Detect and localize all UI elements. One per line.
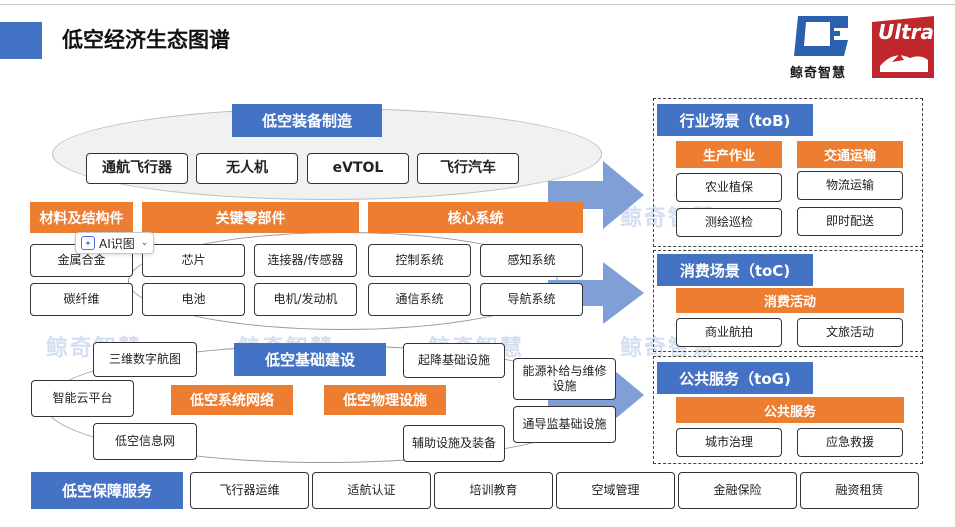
toB-title: 行业场景（toB)	[657, 104, 813, 136]
ultra-text: Ultra	[878, 20, 935, 44]
support-item: 培训教育	[434, 472, 553, 509]
ai-sparkle-icon: ✦	[81, 236, 95, 250]
toC-title: 消费场景（toC)	[657, 254, 813, 286]
physical-facilities-title: 低空物理设施	[324, 385, 446, 415]
toB-item: 测绘巡检	[676, 208, 782, 237]
infra-right-item: 能源补给与维修设施	[513, 358, 616, 400]
toG-title: 公共服务（toG)	[657, 362, 813, 394]
ultra-badge-icon	[872, 16, 934, 78]
equipment-item: eVTOL	[307, 153, 409, 184]
system-network-title: 低空系统网络	[171, 385, 293, 415]
toG-item: 应急救援	[797, 428, 903, 457]
header-accent-bar	[0, 22, 42, 59]
materials-item: 碳纤维	[30, 283, 133, 316]
logo-text: 鲸奇智慧	[790, 66, 847, 81]
whale-logo-icon	[794, 16, 848, 56]
top-divider	[0, 4, 955, 5]
core-systems-title: 核心系统	[368, 202, 583, 233]
key-parts-title: 关键零部件	[142, 202, 359, 233]
equipment-item: 通航飞行器	[86, 153, 188, 184]
equipment-item: 飞行汽车	[417, 153, 519, 184]
core-systems-item: 感知系统	[480, 244, 583, 277]
toG-group-title: 公共服务	[676, 397, 904, 423]
infra-left-item: 低空信息网	[93, 423, 197, 460]
core-systems-item: 控制系统	[368, 244, 471, 277]
chevron-down-icon: ⌄	[140, 238, 149, 248]
toC-item: 商业航拍	[676, 318, 782, 347]
support-item: 融资租赁	[800, 472, 919, 509]
toB-group-title: 交通运输	[797, 141, 903, 168]
ai-recognize-button[interactable]: ✦ AI识图 ⌄	[75, 232, 154, 254]
toC-group-title: 消费活动	[676, 288, 904, 313]
toB-item: 即时配送	[797, 207, 903, 236]
page-title: 低空经济生态图谱	[62, 28, 230, 52]
logo: 鲸奇智慧	[786, 12, 860, 81]
core-systems-item: 导航系统	[480, 283, 583, 316]
key-parts-item: 连接器/传感器	[254, 244, 357, 277]
infra-right-item: 辅助设施及装备	[403, 425, 505, 462]
key-parts-item: 电机/发动机	[254, 283, 357, 316]
infra-left-item: 智能云平台	[31, 380, 134, 417]
toB-group-title: 生产作业	[676, 141, 782, 168]
equipment-title: 低空装备制造	[232, 104, 382, 137]
arrow-to-toB	[548, 161, 644, 229]
materials-title: 材料及结构件	[30, 202, 133, 233]
toG-item: 城市治理	[676, 428, 782, 457]
toB-item: 农业植保	[676, 173, 782, 202]
ai-badge-label: AI识图	[99, 236, 135, 251]
support-item: 空域管理	[556, 472, 675, 509]
infra-left-item: 三维数字航图	[93, 342, 197, 377]
equipment-item: 无人机	[196, 153, 298, 184]
arrow-to-toC	[548, 262, 644, 324]
toC-panel	[653, 250, 923, 352]
support-item: 适航认证	[312, 472, 431, 509]
toG-panel	[653, 356, 923, 464]
infrastructure-title: 低空基础建设	[234, 343, 386, 376]
support-item: 金融保险	[678, 472, 797, 509]
toC-item: 文旅活动	[797, 318, 903, 347]
toB-panel	[653, 98, 923, 247]
toB-item: 物流运输	[797, 171, 903, 200]
support-item: 飞行器运维	[190, 472, 309, 509]
support-title: 低空保障服务	[31, 472, 183, 509]
key-parts-item: 芯片	[142, 244, 245, 277]
key-parts-item: 电池	[142, 283, 245, 316]
infra-right-item: 起降基础设施	[403, 343, 505, 378]
ultra-logo: Ultra	[870, 14, 936, 80]
core-systems-item: 通信系统	[368, 283, 471, 316]
infra-right-item: 通导监基础设施	[513, 406, 616, 443]
